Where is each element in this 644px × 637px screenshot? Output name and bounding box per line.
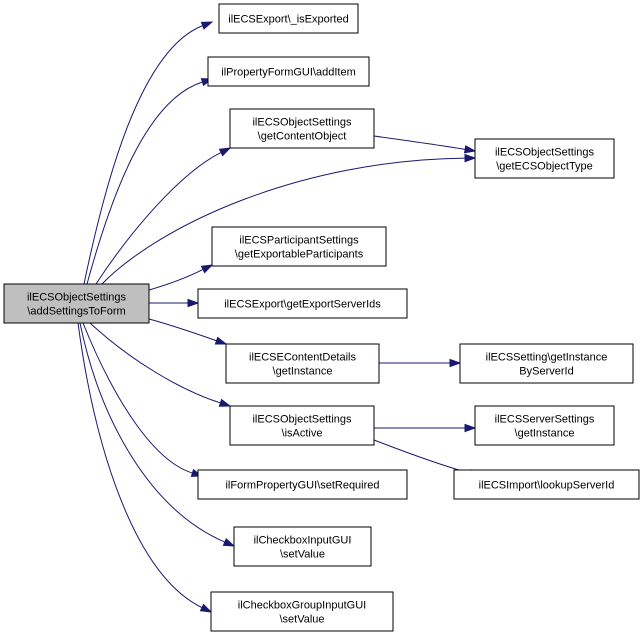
edge-line [373, 135, 466, 150]
arrowhead [200, 264, 214, 274]
node-getInstanceServerSettings[interactable]: ilECSServerSettings \getInstance [474, 405, 615, 446]
node-label-line: ilCheckboxInputGUI [254, 535, 352, 547]
edge-line [79, 322, 226, 543]
node-getExportServerIds[interactable]: ilECSExport\getExportServerIds [197, 288, 408, 319]
node-label-line: ilECSObjectSettings [252, 117, 352, 129]
node-isActive[interactable]: ilECSObjectSettings \isActive [229, 405, 375, 446]
edge-addSettingsToForm-to-getInstanceContentDetails [148, 318, 228, 345]
node-checkboxGroupSetValue[interactable]: ilCheckboxGroupInputGUI \setValue [210, 591, 394, 632]
node-box [211, 226, 387, 267]
edge-addSettingsToForm-to-addItem [86, 78, 214, 285]
edge-addSettingsToForm-to-getContentObject [95, 147, 232, 285]
node-label-line: ilECSObjectSettings [495, 147, 595, 159]
node-box [233, 526, 372, 567]
edge-addSettingsToForm-to-getExportServerIds [149, 298, 200, 308]
node-box [229, 405, 375, 446]
arrowhead [218, 147, 232, 157]
edge-addSettingsToForm-to-checkboxGroupSetValue [77, 322, 213, 613]
edge-line [77, 322, 203, 609]
arrowhead [463, 145, 477, 154]
node-label-line: ilECSObjectSettings [27, 292, 127, 304]
node-label-line: ilPropertyFormGUI\addItem [221, 67, 355, 79]
arrowhead [222, 537, 236, 547]
arrowhead [218, 398, 232, 407]
node-box [225, 343, 380, 384]
node-box [453, 469, 640, 500]
node-label-line: ilCheckboxGroupInputGUI [238, 600, 366, 612]
node-label-line: ilECSSetting\getInstance [486, 352, 608, 364]
edge-line [148, 269, 204, 291]
node-label-line: \setValue [280, 549, 325, 561]
edge-line [148, 318, 217, 342]
edge-line [373, 439, 471, 474]
node-label-line: ilECSImport\lookupServerId [479, 480, 615, 492]
node-getECSObjectType[interactable]: ilECSObjectSettings \getECSObjectType [474, 138, 615, 179]
edge-getInstanceContentDetails-to-getInstanceByServerId [378, 358, 462, 368]
edge-getContentObject-to-getECSObjectType [373, 135, 477, 154]
arrowhead [449, 358, 462, 368]
node-setRequired[interactable]: ilFormPropertyGUI\setRequired [197, 469, 408, 500]
node-label-line: ilECSEContentDetails [249, 352, 356, 364]
node-lookupServerId[interactable]: ilECSImport\lookupServerId [453, 469, 640, 500]
node-label-line: \getECSObjectType [496, 161, 593, 173]
node-box [207, 56, 370, 87]
node-box [474, 138, 615, 179]
node-box [197, 288, 408, 319]
node-label-line: \getContentObject [258, 131, 347, 143]
node-box [218, 3, 359, 34]
node-label-line: ByServerId [519, 366, 573, 378]
node-box [197, 469, 408, 500]
node-label-line: ilECSExport\_isExported [228, 14, 348, 26]
node-box [474, 405, 615, 446]
edge-line [101, 157, 466, 285]
arrowhead [214, 336, 228, 345]
node-box [3, 283, 150, 324]
node-checkboxSetValue[interactable]: ilCheckboxInputGUI \setValue [233, 526, 372, 567]
edge-line [86, 81, 203, 285]
edge-line [95, 152, 222, 285]
node-label-line: ilECSParticipantSettings [239, 235, 359, 247]
node-box [459, 343, 634, 384]
node-label-line: ilECSObjectSettings [252, 414, 352, 426]
node-addItem[interactable]: ilPropertyFormGUI\addItem [207, 56, 370, 87]
arrowhead [187, 298, 200, 308]
node-addSettingsToForm[interactable]: ilECSObjectSettings \addSettingsToForm [3, 283, 150, 324]
edge-line [83, 25, 203, 285]
arrowhead [199, 603, 213, 613]
edge-line [89, 322, 221, 404]
node-label-line: \setValue [279, 614, 324, 626]
arrowhead [464, 423, 477, 433]
edge-addSettingsToForm-to-setRequired [82, 322, 204, 477]
edge-addSettingsToForm-to-checkboxSetValue [79, 322, 236, 547]
node-label-line: \getExportableParticipants [235, 249, 364, 261]
node-label-line: \getInstance [273, 366, 333, 378]
node-box [210, 591, 394, 632]
node-getContentObject[interactable]: ilECSObjectSettings \getContentObject [229, 108, 375, 149]
edge-addSettingsToForm-to-getExportableParticipants [148, 264, 214, 291]
node-label-line: \isActive [282, 428, 323, 440]
edge-addSettingsToForm-to-getECSObjectType [101, 153, 477, 285]
node-label-line: ilECSServerSettings [495, 414, 595, 426]
node-label-line: \addSettingsToForm [27, 306, 125, 318]
arrowhead [464, 153, 477, 163]
nodes-layer: ilECSObjectSettings\addSettingsToFormilE… [3, 3, 640, 632]
edge-line [82, 322, 193, 474]
edge-isActive-to-getInstanceServerSettings [374, 423, 477, 433]
node-getExportableParticipants[interactable]: ilECSParticipantSettings \getExportablePa… [211, 226, 387, 267]
arrowhead [200, 21, 214, 30]
node-box [229, 108, 375, 149]
edge-addSettingsToForm-to-isExported [83, 21, 214, 285]
edge-addSettingsToForm-to-isActive [89, 322, 232, 407]
node-isExported[interactable]: ilECSExport\_isExported [218, 3, 359, 34]
node-label-line: \getInstance [515, 428, 575, 440]
edges-layer [77, 21, 482, 613]
node-label-line: ilFormPropertyGUI\setRequired [225, 480, 379, 492]
node-getInstanceContentDetails[interactable]: ilECSEContentDetails \getInstance [225, 343, 380, 384]
node-label-line: ilECSExport\getExportServerIds [224, 299, 381, 311]
